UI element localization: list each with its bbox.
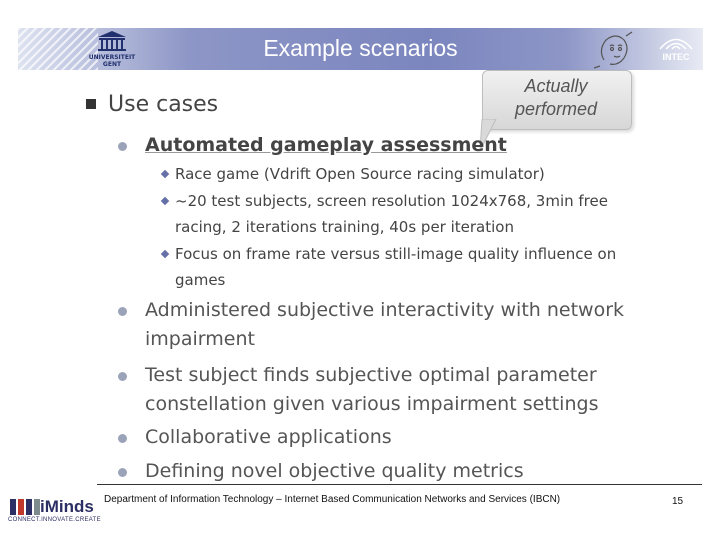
sub-item-race-game: Race game (Vdrift Open Source racing sim…: [160, 161, 662, 187]
callout-line-2: performed: [514, 99, 598, 119]
list-item-administered-interactivity: Administered subjective interactivity wi…: [118, 296, 638, 354]
footer-text: Department of Information Technology – I…: [104, 494, 561, 505]
iminds-tagline: CONNECT.INNOVATE.CREATE: [8, 517, 101, 523]
callout-text: Actually performed: [482, 75, 630, 121]
callout-box: [482, 70, 632, 130]
intec-logo: INTEC: [652, 36, 700, 66]
round-bullet-icon: [118, 372, 127, 381]
callout-pointer: [479, 119, 497, 152]
face-sketch-icon: [593, 31, 633, 69]
list-item-novel-metrics: Defining novel objective quality metrics: [118, 457, 658, 486]
sub-item-label: ~20 test subjects, screen resolution 102…: [175, 192, 608, 236]
list-item-label: Automated gameplay assessment: [145, 134, 507, 156]
list-item-label: Administered subjective interactivity wi…: [145, 299, 625, 350]
diamond-bullet-icon: [160, 249, 170, 259]
list-item-label: Test subject finds subjective optimal pa…: [145, 364, 599, 415]
round-bullet-icon: [118, 142, 127, 151]
page-number: 15: [672, 496, 684, 507]
ugent-logo-line1: UNIVERSITEIT: [88, 54, 136, 61]
use-cases-label: Use cases: [108, 92, 219, 117]
list-item-label: Defining novel objective quality metrics: [145, 460, 524, 482]
sub-item-label: Focus on frame rate versus still-image q…: [175, 245, 617, 289]
use-cases-heading: Use cases: [86, 92, 218, 117]
arc-icon: [659, 38, 693, 50]
title-banner: Example scenarios: [18, 28, 703, 70]
sub-item-label: Race game (Vdrift Open Source racing sim…: [175, 165, 545, 183]
square-bullet-icon: [86, 99, 96, 109]
iminds-logo-text: iMinds: [40, 497, 94, 516]
ugent-logo-line2: GENT: [102, 61, 122, 68]
footer-divider: [97, 484, 702, 485]
list-item-label: Collaborative applications: [145, 426, 392, 448]
iminds-logo-icon: [10, 499, 40, 515]
sub-item-test-subjects: ~20 test subjects, screen resolution 102…: [160, 188, 652, 240]
diamond-bullet-icon: [160, 169, 170, 179]
diamond-bullet-icon: [160, 196, 170, 206]
list-item-automated-gameplay: Automated gameplay assessment: [118, 131, 658, 160]
slide-title: Example scenarios: [263, 35, 458, 61]
building-icon: [98, 31, 126, 51]
round-bullet-icon: [118, 307, 127, 316]
banner-pattern: [18, 28, 98, 70]
sub-item-focus: Focus on frame rate versus still-image q…: [160, 241, 662, 293]
list-item-test-subject-optimal: Test subject finds subjective optimal pa…: [118, 361, 618, 419]
intec-logo-text: INTEC: [662, 52, 690, 62]
round-bullet-icon: [118, 468, 127, 477]
callout-line-1: Actually: [524, 76, 588, 96]
list-item-collaborative: Collaborative applications: [118, 423, 658, 452]
round-bullet-icon: [118, 434, 127, 443]
ugent-logo: UNIVERSITEIT GENT: [88, 30, 136, 68]
